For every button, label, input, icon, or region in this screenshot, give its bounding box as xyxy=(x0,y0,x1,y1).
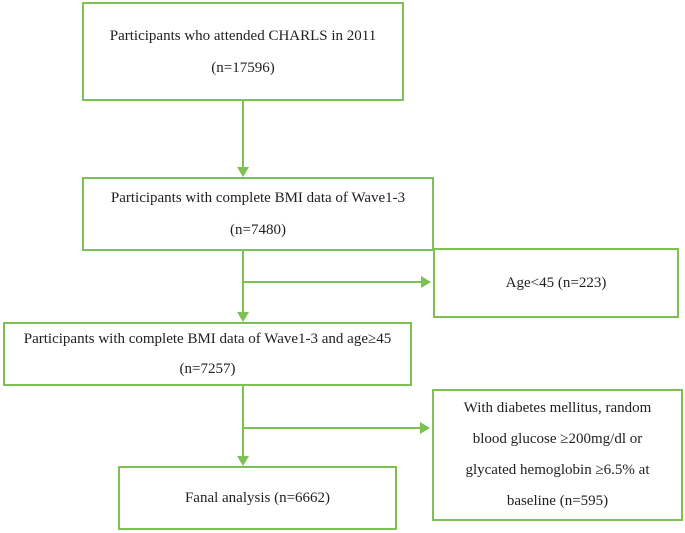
exclusion-box-age-under-45-line1: Age<45 (n=223) xyxy=(505,275,607,291)
arrowhead-right-diabetes-exclusion xyxy=(420,422,430,434)
flow-box-bmi-wave1-3-count: (n=7480) xyxy=(230,222,286,238)
exclusion-box-diabetes: With diabetes mellitus, random blood glu… xyxy=(432,389,683,521)
connector-charls-to-bmi xyxy=(242,101,244,167)
flow-box-final-analysis: Fanal analysis (n=6662) xyxy=(118,466,397,530)
flow-box-bmi-age-over-45-count: (n=7257) xyxy=(179,361,236,377)
flow-box-charls-2011-count: (n=17596) xyxy=(211,59,275,76)
arrowhead-down-charls-to-bmi xyxy=(237,167,249,177)
branch-line-diabetes-exclusion xyxy=(243,427,420,429)
exclusion-box-diabetes-line3: glycated hemoglobin ≥6.5% at xyxy=(465,462,650,478)
connector-age45-to-final xyxy=(242,386,244,456)
exclusion-box-diabetes-line1: With diabetes mellitus, random xyxy=(463,400,652,416)
flow-box-bmi-age-over-45: Participants with complete BMI data of W… xyxy=(3,322,412,386)
exclusion-box-age-under-45: Age<45 (n=223) xyxy=(433,248,679,318)
arrowhead-down-age45-to-final xyxy=(237,456,249,466)
flow-box-bmi-age-over-45-line1: Participants with complete BMI data of W… xyxy=(23,331,392,347)
flow-box-charls-2011: Participants who attended CHARLS in 2011… xyxy=(82,2,404,101)
flow-box-bmi-wave1-3: Participants with complete BMI data of W… xyxy=(82,177,434,251)
exclusion-box-diabetes-line2: blood glucose ≥200mg/dl or xyxy=(472,431,643,447)
arrowhead-right-age-exclusion xyxy=(421,276,431,288)
exclusion-box-diabetes-line4: baseline (n=595) xyxy=(506,493,609,509)
flow-box-final-analysis-line1: Fanal analysis (n=6662) xyxy=(184,490,331,506)
flow-box-bmi-wave1-3-line1: Participants with complete BMI data of W… xyxy=(110,190,406,206)
flow-box-charls-2011-line1: Participants who attended CHARLS in 2011 xyxy=(109,27,377,44)
arrowhead-down-bmi-to-age45 xyxy=(237,312,249,322)
branch-line-age-exclusion xyxy=(243,281,421,283)
